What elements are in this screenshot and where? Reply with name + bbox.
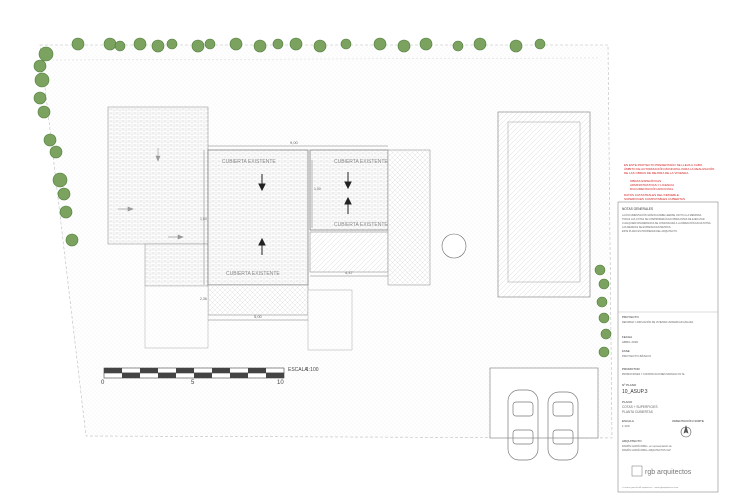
project-value: REFORMA Y AMPLIACIÓN DE VIVIENDA UNIFAMI…	[622, 321, 694, 324]
roof-bottom	[207, 284, 309, 316]
orientation-label: ORIENTACIÓN NORTE	[672, 418, 704, 423]
svg-text:ÁMBITO DE AUTORIZACIÓN MUNICIP: ÁMBITO DE AUTORIZACIÓN MUNICIPAL PARA LA…	[624, 166, 714, 171]
dim-v3: 2,36	[200, 297, 207, 301]
project-label: PROYECTO	[622, 315, 639, 319]
pool-deck	[497, 111, 591, 298]
scale-bar	[103, 367, 285, 379]
logo-text: rgb arquitectos	[645, 469, 692, 476]
roof-label-3: CUBIERTA EXISTENTE	[334, 222, 388, 228]
title-block	[617, 201, 719, 493]
red-notes: EN ESTE PROYECTO PRESENTADO SE LLEVA A C…	[624, 163, 714, 201]
plan-value-1: COTAS + SUPERFICIES	[622, 405, 658, 409]
porch-right	[307, 289, 353, 351]
notes-header: NOTAS GENERALES	[622, 207, 653, 211]
plan-value-2: PLANTA CUBIERTAS	[622, 410, 653, 414]
architect-value2: RAMÓN GARCÍA BRILL ARQUITECTOS SLP	[622, 449, 671, 452]
roof-label-4: CUBIERTA EXISTENTE	[226, 271, 280, 277]
promoter-value: PROMOCIONES Y CONSTRUCCIONES MORANA XXI …	[622, 373, 686, 376]
footer-text: c/ ramon garcia brill arquitectos · www.…	[622, 486, 678, 489]
scale-label: ESCALA	[622, 419, 634, 423]
svg-text:DOCUMENTACIÓN ADICIONAL: DOCUMENTACIÓN ADICIONAL	[630, 186, 674, 191]
dim-v2: 1,00	[314, 187, 321, 191]
svg-text:OBRAS ESPECÍFICAS: OBRAS ESPECÍFICAS	[630, 179, 661, 183]
dim-bottom-left: 5,00	[254, 314, 263, 319]
svg-text:DE LAS OBRAS DE MEJORA DE LA V: DE LAS OBRAS DE MEJORA DE LA VIVIENDA	[624, 171, 688, 175]
svg-text:LAS MEDIDAS SE EXPRESAN EN MET: LAS MEDIDAS SE EXPRESAN EN METROS.	[622, 226, 671, 229]
date-label: FECHA	[622, 335, 632, 339]
car-1	[507, 389, 539, 461]
roof-lower-mid	[309, 231, 389, 273]
svg-text:ESTE PLANO ES PROPIEDAD DEL AR: ESTE PLANO ES PROPIEDAD DEL ARQUITECTO.	[622, 230, 678, 233]
light-arrows	[118, 148, 184, 240]
trees	[33, 37, 612, 358]
svg-text:ADMINISTRATIVAS Y LICENCIA: ADMINISTRATIVAS Y LICENCIA	[630, 183, 674, 187]
dimension-lines	[203, 145, 388, 321]
scale-tick-10: 10	[277, 380, 284, 386]
phase-label: FASE	[622, 349, 630, 353]
svg-text:DATOS CATASTRALES DEL INMUEBLE: DATOS CATASTRALES DEL INMUEBLE	[624, 193, 679, 197]
svg-text:SUPERFICIES COMPUTABLES CUBIER: SUPERFICIES COMPUTABLES CUBIERTAS	[624, 197, 685, 201]
dim-top: 9,00	[290, 140, 299, 145]
left-terrace-lower	[144, 243, 209, 287]
scale-value: 1:100	[622, 424, 630, 428]
number-value: 10_ASUP.3	[622, 389, 648, 395]
svg-text:CUALQUIER DISCREPANCIA SE COMU: CUALQUIER DISCREPANCIA SE COMUNICARÁ A L…	[622, 222, 712, 225]
plan-label: PLANO	[622, 400, 633, 404]
dim-bottom-mid: 4,47	[345, 270, 354, 275]
scale-ratio: 1:100	[306, 367, 319, 373]
slope-arrows	[258, 172, 352, 255]
pergola	[387, 149, 431, 286]
roof-label-2: CUBIERTA EXISTENTE	[334, 159, 388, 165]
plot-inner-line	[47, 57, 601, 61]
roof-label-1: CUBIERTA EXISTENTE	[222, 159, 276, 165]
architect-label: ARQUITECTO	[622, 439, 642, 443]
scale-title: ESCALA	[288, 367, 308, 373]
left-terrace	[107, 106, 209, 245]
porch	[144, 285, 209, 349]
roof-main-left	[207, 149, 309, 286]
svg-text:LA DOCUMENTACIÓN GRÁFICA DEBE: LA DOCUMENTACIÓN GRÁFICA DEBE LEERSE JUN…	[622, 214, 702, 217]
logo-icon	[631, 465, 643, 477]
car-2	[547, 391, 579, 461]
promoter-label: PROMOTOR	[622, 367, 640, 371]
roof-main-right	[309, 149, 389, 231]
garage	[489, 367, 599, 439]
number-label: Nº PLANO	[622, 383, 637, 387]
phase-value: PROYECTO BÁSICO	[622, 354, 652, 358]
north-arrow-icon	[680, 424, 692, 438]
date-value: ABRIL 2020	[622, 340, 638, 344]
scale-tick-0: 0	[101, 380, 105, 386]
architect-value: RAMÓN GARCÍA BRILL, en representación de	[622, 445, 672, 448]
svg-text:EN ESTE PROYECTO PRESENTADO SE: EN ESTE PROYECTO PRESENTADO SE LLEVA A C…	[624, 163, 703, 167]
dim-v1: 1,50	[200, 217, 207, 221]
svg-text:TODAS LAS COTAS SE COMPROBARÁN: TODAS LAS COTAS SE COMPROBARÁN EN OBRA A…	[622, 218, 705, 221]
scale-tick-5: 5	[191, 380, 195, 386]
pool	[507, 121, 581, 283]
